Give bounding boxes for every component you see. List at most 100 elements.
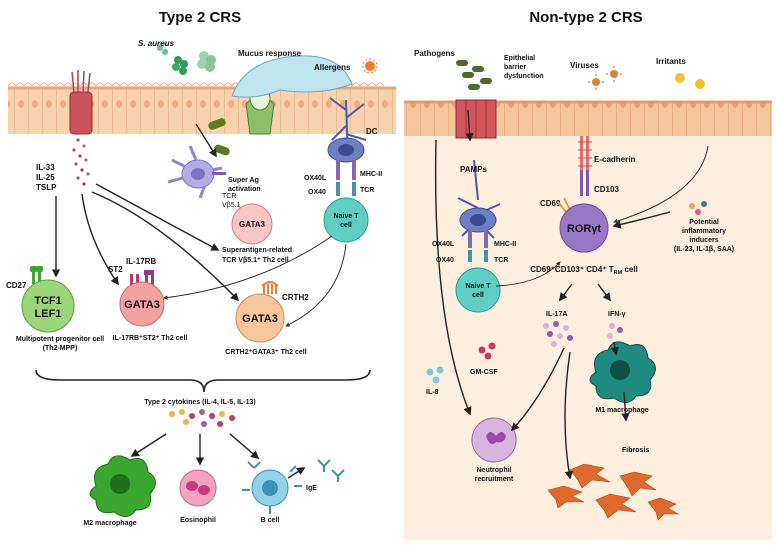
ifng-label: IFN-γ [608, 311, 626, 318]
vb51-label: Vβ5.1 [222, 202, 241, 209]
pathogens-label: Pathogens [414, 49, 455, 58]
left-panel-title: Type 2 CRS [159, 9, 241, 26]
st2-label: ST2 [108, 265, 123, 274]
right-arrows [434, 109, 709, 480]
inducer-dots [689, 201, 707, 215]
super-ag-label-2: activation [228, 186, 261, 193]
sag-th2-label-2: TCR Vβ5.1⁺ Th2 cell [222, 257, 289, 264]
epithelial-label-2: barrier [504, 64, 526, 71]
right-panel-title: Non-type 2 CRS [529, 9, 642, 26]
mucus-blob [231, 55, 353, 98]
cd27-label: CD27 [6, 281, 27, 290]
left-brace [35, 369, 371, 393]
ox40-label-left: OX40 [308, 189, 326, 196]
mucus-response-label: Mucus response [238, 49, 302, 58]
irritants-label: Irritants [656, 57, 686, 66]
tcf1-label: TCF1 [34, 295, 62, 307]
irritant-icon [675, 73, 705, 89]
tcr-label-right: TCR [494, 257, 508, 264]
tcf1-lef1-cell [21, 279, 75, 333]
e-cadherin-icon [578, 136, 592, 196]
roryt-label: RORγt [567, 223, 602, 235]
cytokine-arrows [130, 433, 306, 479]
mpp-label-1: Multipotent progenitor cell [16, 336, 104, 343]
pathogen-bacteria-icon [456, 60, 492, 90]
crth2-label: CRTH2 [282, 293, 309, 302]
inducers-label-4: (IL-23, IL-1β, SAA) [674, 246, 734, 253]
ox40-label-right: OX40 [436, 257, 454, 264]
allergens-label: Allergens [314, 63, 351, 72]
il8-label: IL-8 [426, 389, 439, 396]
gata3-label-crth2: GATA3 [242, 313, 278, 325]
fibroblast-cells [547, 463, 680, 521]
s-aureus-bacteria-icon [157, 45, 216, 75]
epithelial-label-3: dysfunction [504, 73, 544, 80]
gata3-crth2-cell [235, 293, 285, 343]
lef1-label: LEF1 [35, 308, 62, 320]
il17rb-th2-label: IL-17RB⁺ST2⁺ Th2 cell [113, 335, 188, 342]
dendritic-cell-right [457, 159, 501, 262]
epithelial-label-1: Epithelial [504, 55, 535, 62]
type2-cytokines-label: Type 2 cytokines (IL-4, IL-5, IL-13) [144, 399, 256, 406]
neutro-label-1: Neutrophil [477, 467, 512, 474]
ige-label: IgE [306, 485, 317, 492]
dc-label: DC [366, 127, 378, 136]
s-aureus-label: S. aureus [138, 39, 175, 48]
gata3-label-il17rb: GATA3 [124, 299, 160, 311]
b-cell-label: B cell [261, 517, 280, 524]
allergen-icon [365, 61, 375, 71]
crth2-receptor-icon [261, 281, 279, 294]
fibrosis-label: Fibrosis [622, 447, 649, 454]
naive-t-cell-left [323, 197, 369, 243]
naive-t-label-right-2: cell [472, 292, 484, 299]
superantigen-apc-cell [167, 145, 226, 199]
naive-t-label-left-2: cell [340, 222, 352, 229]
pamps-label: PAMPs [460, 165, 488, 174]
tslp-label: TSLP [36, 183, 57, 192]
tcr-label-left: TCR [360, 187, 374, 194]
tcf1-lef1-receptor-icon [30, 266, 43, 284]
st2-receptor-icon [130, 270, 154, 286]
gmcsf-label: GM-CSF [470, 369, 498, 376]
m1-macrophage-cell [589, 341, 656, 403]
m2-label: M2 macrophage [83, 520, 136, 527]
left-arrows [51, 123, 347, 327]
b-cell [242, 461, 302, 514]
gata3-cell-sag [231, 203, 273, 245]
alarmin-dots [72, 138, 90, 186]
m1-label: M1 macrophage [595, 407, 648, 414]
left-epithelium [7, 70, 396, 135]
right-epithelium [404, 99, 772, 139]
right-panel-background [404, 40, 772, 540]
tcr-label-sag: TCR [222, 193, 236, 200]
gmcsf-dots [478, 342, 496, 360]
roryt-cell [559, 203, 609, 253]
m2-macrophage-cell [89, 455, 156, 517]
ige-antibody-icon [317, 459, 345, 482]
virus-icon [588, 66, 622, 90]
il17rb-label: IL-17RB [126, 257, 156, 266]
trm-label: CD69⁺CD103⁺ CD4⁺ TRM cell [530, 265, 638, 276]
cd69-receptor-icon [557, 197, 571, 213]
eosinophil-cell [179, 469, 217, 507]
bacteria-rod-icon [208, 118, 226, 130]
viruses-label: Viruses [570, 61, 599, 70]
naive-t-cell-right [455, 267, 501, 313]
cd103-label: CD103 [594, 185, 619, 194]
il33-label: IL-33 [36, 163, 55, 172]
eosinophil-label: Eosinophil [180, 517, 216, 524]
mhc-ii-label-right: MHC-II [494, 241, 516, 248]
il25-label: IL-25 [36, 173, 55, 182]
sag-th2-label-1: Superantigen-related [222, 247, 292, 254]
cd69-label: CD69 [540, 199, 561, 208]
mhc-ii-label-left: MHC-II [360, 171, 382, 178]
il17a-dots [543, 321, 573, 347]
inducers-label-2: inflammatory [682, 228, 726, 235]
e-cadherin-label: E-cadherin [594, 155, 635, 164]
super-ag-label-1: Super Ag [228, 177, 259, 184]
crth2-th2-label: CRTH2⁺GATA3⁺ Th2 cell [225, 349, 306, 356]
ox40l-label-right: OX40L [432, 241, 455, 248]
dendritic-cell-left [327, 97, 367, 180]
ox40l-label-left: OX40L [304, 175, 327, 182]
